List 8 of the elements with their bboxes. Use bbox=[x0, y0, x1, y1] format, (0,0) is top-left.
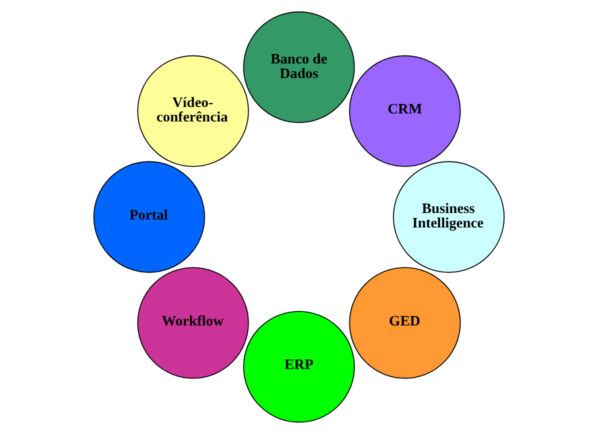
node-circle: Portal bbox=[93, 161, 206, 273]
node-circle: Business Intelligence bbox=[392, 161, 505, 273]
node-circle: CRM bbox=[349, 55, 461, 167]
node-circle: Workflow bbox=[137, 267, 249, 379]
node-circle: GED bbox=[349, 267, 461, 379]
node-circle: Vídeo- conferência bbox=[137, 55, 249, 167]
node-circle: Banco de Dados bbox=[243, 11, 355, 124]
node-circle: ERP bbox=[243, 310, 355, 423]
